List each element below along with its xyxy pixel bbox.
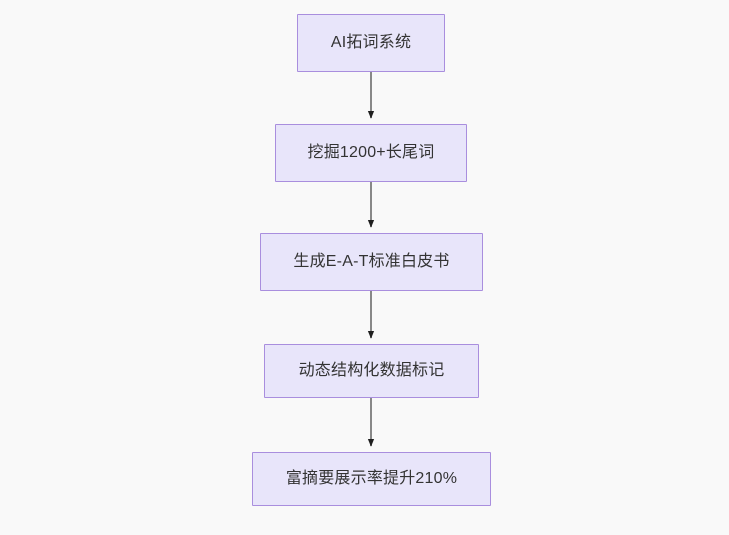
flowchart-node-mine-longtail-keywords[interactable]: 挖掘1200+长尾词 [275, 124, 467, 182]
flowchart-node-generate-eat-whitepaper[interactable]: 生成E-A-T标准白皮书 [260, 233, 483, 291]
node-label: 富摘要展示率提升210% [285, 470, 458, 488]
node-label: AI拓词系统 [330, 34, 412, 52]
node-label: 挖掘1200+长尾词 [307, 144, 435, 162]
flowchart-node-dynamic-structured-data-markup[interactable]: 动态结构化数据标记 [264, 344, 479, 398]
flowchart-node-ai-keyword-system[interactable]: AI拓词系统 [297, 14, 445, 72]
node-label: 动态结构化数据标记 [298, 362, 445, 380]
flowchart-node-rich-snippet-impression-uplift[interactable]: 富摘要展示率提升210% [252, 452, 491, 506]
node-label: 生成E-A-T标准白皮书 [293, 253, 450, 271]
